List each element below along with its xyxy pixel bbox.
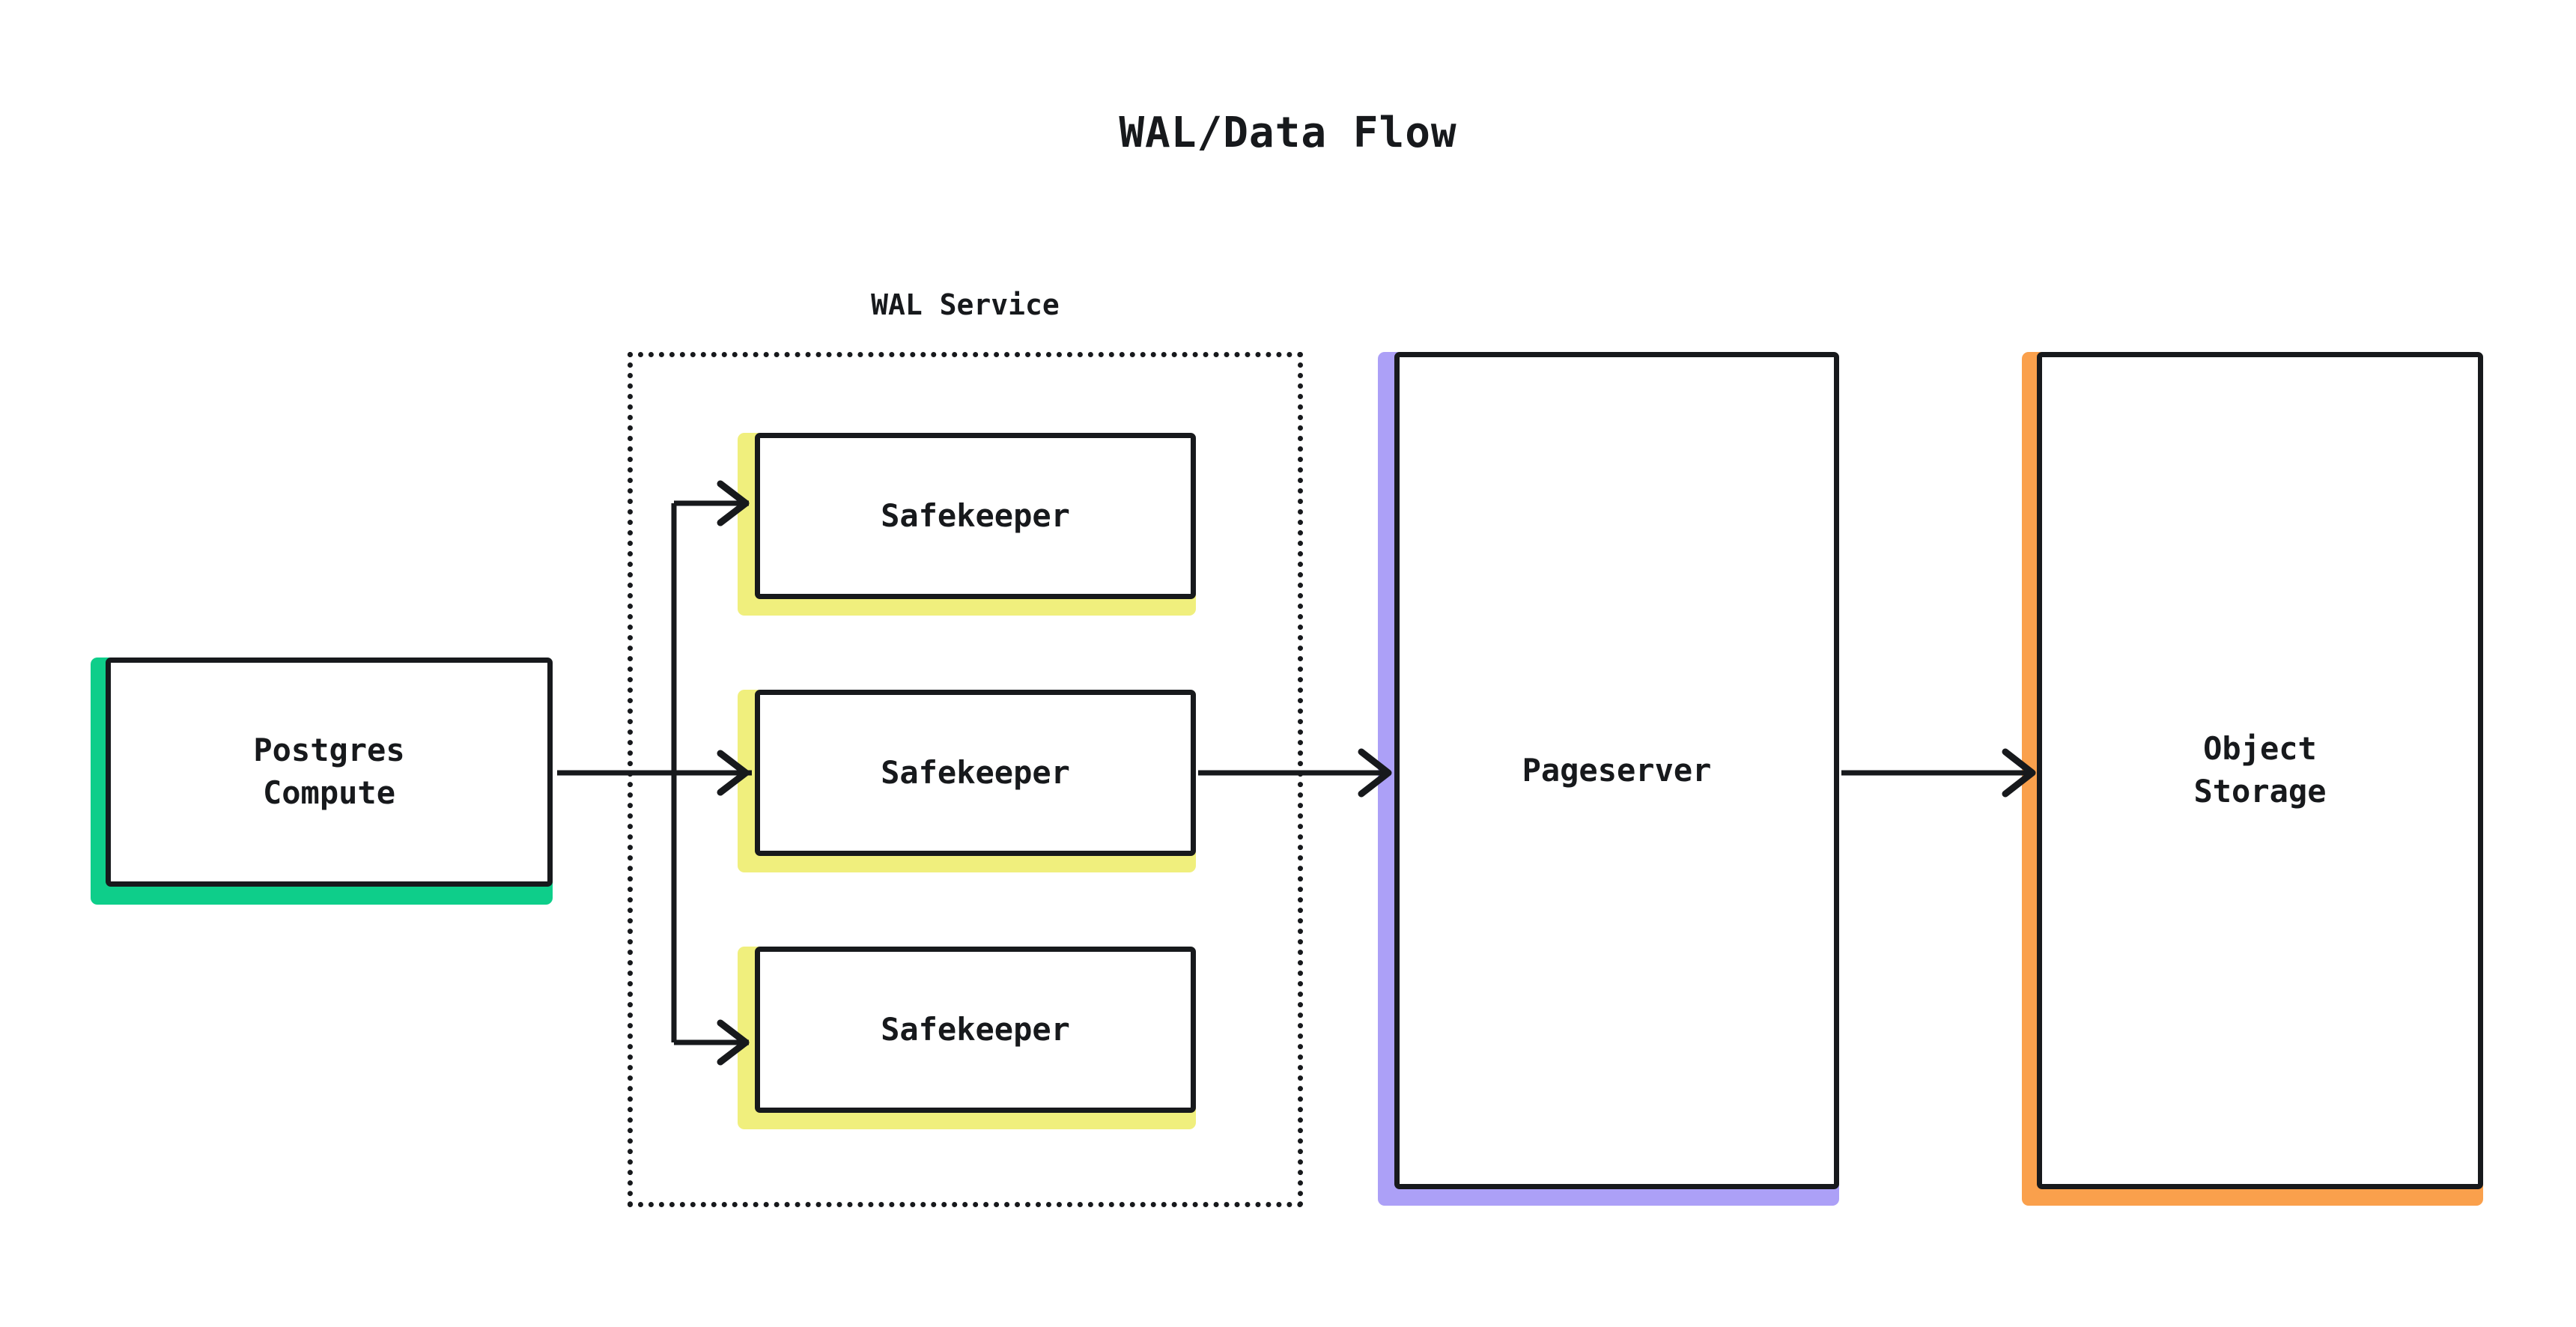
node-face: Pageserver	[1394, 352, 1839, 1189]
node-label-postgres-compute: Postgres Compute	[253, 732, 405, 811]
node-label-pageserver: Pageserver	[1522, 751, 1712, 789]
node-face: Safekeeper	[755, 690, 1196, 856]
node-postgres-compute[interactable]: Postgres Compute	[91, 658, 553, 905]
node-pageserver[interactable]: Pageserver	[1378, 352, 1839, 1206]
node-label-safekeeper-1: Safekeeper	[881, 497, 1070, 534]
page-title: WAL/Data Flow	[1119, 109, 1457, 157]
node-label-safekeeper-2: Safekeeper	[881, 753, 1070, 791]
node-face: Postgres Compute	[106, 658, 553, 887]
node-face: Object Storage	[2037, 352, 2483, 1189]
group-container-wal-service	[628, 352, 1303, 1207]
group-label-wal-service: WAL Service	[871, 288, 1060, 321]
node-face: Safekeeper	[755, 947, 1196, 1113]
node-safekeeper-2[interactable]: Safekeeper	[738, 690, 1196, 872]
node-object-storage[interactable]: Object Storage	[2022, 352, 2483, 1206]
node-safekeeper-3[interactable]: Safekeeper	[738, 947, 1196, 1129]
node-safekeeper-1[interactable]: Safekeeper	[738, 433, 1196, 616]
edge-pageserver-to-object-storage	[1841, 748, 2036, 798]
node-label-object-storage: Object Storage	[2193, 730, 2327, 810]
node-label-safekeeper-3: Safekeeper	[881, 1010, 1070, 1048]
node-face: Safekeeper	[755, 433, 1196, 599]
